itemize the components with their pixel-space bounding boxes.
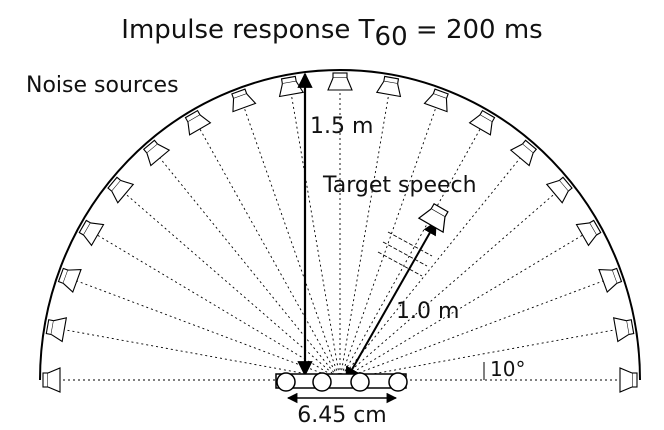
mic-spacing-label: 6.45 cm bbox=[297, 403, 387, 428]
noise-loudspeaker bbox=[278, 75, 305, 98]
noise-ray bbox=[339, 327, 628, 381]
noise-loudspeakers bbox=[42, 72, 638, 393]
microphone bbox=[350, 372, 370, 392]
noise-loudspeaker bbox=[545, 176, 573, 204]
noise-loudspeaker bbox=[184, 109, 212, 136]
noise-loudspeaker bbox=[142, 139, 171, 167]
noise-loudspeaker bbox=[619, 367, 638, 393]
microphone bbox=[388, 372, 408, 392]
noise-ray bbox=[339, 276, 615, 381]
microphone bbox=[312, 372, 332, 392]
target-speech-label: Target speech bbox=[322, 173, 477, 198]
noise-ray bbox=[239, 96, 341, 381]
noise-loudspeaker bbox=[45, 317, 68, 343]
noise-loudspeaker bbox=[612, 317, 635, 343]
noise-loudspeaker bbox=[107, 176, 135, 204]
noise-ray bbox=[339, 118, 487, 381]
microphone-array bbox=[275, 372, 408, 392]
radius-target-arrow bbox=[345, 220, 437, 382]
noise-loudspeaker bbox=[375, 75, 402, 98]
noise-ray bbox=[339, 185, 564, 381]
noise-ray bbox=[65, 276, 341, 381]
noise-ray bbox=[86, 228, 341, 381]
noise-source-rays bbox=[48, 78, 632, 381]
noise-loudspeaker bbox=[509, 139, 538, 167]
sound-wave-lines bbox=[377, 231, 433, 277]
noise-source-arc bbox=[39, 69, 641, 381]
noise-sources-label: Noise sources bbox=[26, 73, 179, 98]
noise-loudspeaker bbox=[327, 72, 353, 91]
noise-loudspeaker bbox=[42, 367, 61, 393]
noise-ray bbox=[151, 148, 341, 381]
noise-loudspeaker bbox=[78, 219, 105, 247]
angle-step-label: 10° bbox=[490, 357, 525, 381]
noise-loudspeaker bbox=[598, 267, 623, 294]
noise-loudspeaker bbox=[575, 219, 602, 247]
noise-ray bbox=[193, 118, 341, 381]
noise-loudspeaker bbox=[57, 267, 82, 294]
noise-ray bbox=[116, 185, 341, 381]
noise-loudspeaker bbox=[423, 88, 449, 113]
target-speech-speaker bbox=[417, 202, 449, 234]
radius-noise-label: 1.5 m bbox=[310, 114, 373, 139]
noise-ray bbox=[52, 327, 341, 381]
noise-loudspeaker bbox=[231, 88, 257, 113]
radius-target-label: 1.0 m bbox=[396, 299, 459, 324]
microphone bbox=[276, 372, 296, 392]
noise-loudspeaker bbox=[468, 109, 496, 136]
diagram-title: Impulse response T60 = 200 ms bbox=[121, 15, 542, 52]
noise-ray bbox=[339, 228, 594, 381]
